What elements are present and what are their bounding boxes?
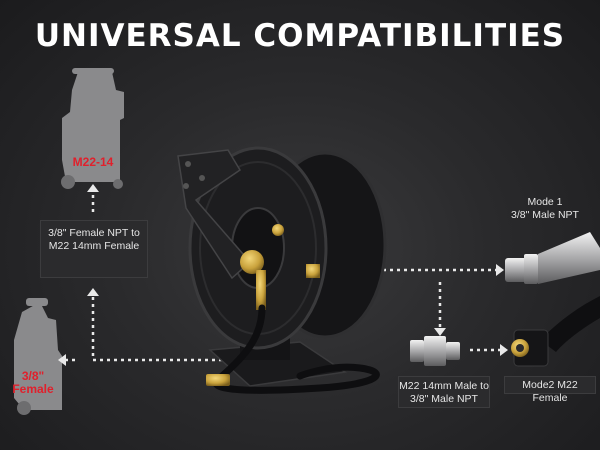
bottom-machine-label-line1: 3/8" xyxy=(21,369,45,383)
adapter-left-line2: M22 14mm Female xyxy=(48,240,140,252)
m22-female-fitting-icon xyxy=(511,296,600,367)
mode1-label: Mode 1 3/8" Male NPT xyxy=(500,196,590,222)
arrow-heads xyxy=(58,184,508,366)
hose-reel-icon xyxy=(177,146,387,394)
male-npt-coupler-icon xyxy=(505,232,600,284)
m22-male-adapter-icon xyxy=(410,336,460,366)
mode1-line1: Mode 1 xyxy=(527,196,563,208)
bottom-machine-label-line2: Female xyxy=(12,382,54,396)
adapter-bottom-line1: M22 14mm Male to xyxy=(399,380,489,392)
adapter-left-label: 3/8" Female NPT to M22 14mm Female xyxy=(40,220,148,278)
mode2-label: Mode2 M22 Female xyxy=(504,376,596,404)
mode1-line2: 3/8" Male NPT xyxy=(511,209,579,221)
top-machine-label: M22-14 xyxy=(72,155,114,169)
pressure-washer-top-icon xyxy=(61,68,124,189)
adapter-bottom-label: M22 14mm Male to 3/8" Male NPT xyxy=(398,376,490,408)
bottom-machine-label: 3/8" Female xyxy=(8,370,58,396)
adapter-left-line1: 3/8" Female NPT to xyxy=(48,227,140,239)
adapter-bottom-line2: 3/8" Male NPT xyxy=(410,393,478,405)
pressure-washer-bottom-icon xyxy=(14,298,62,415)
page-title: UNIVERSAL COMPATIBILITIES xyxy=(34,18,566,54)
